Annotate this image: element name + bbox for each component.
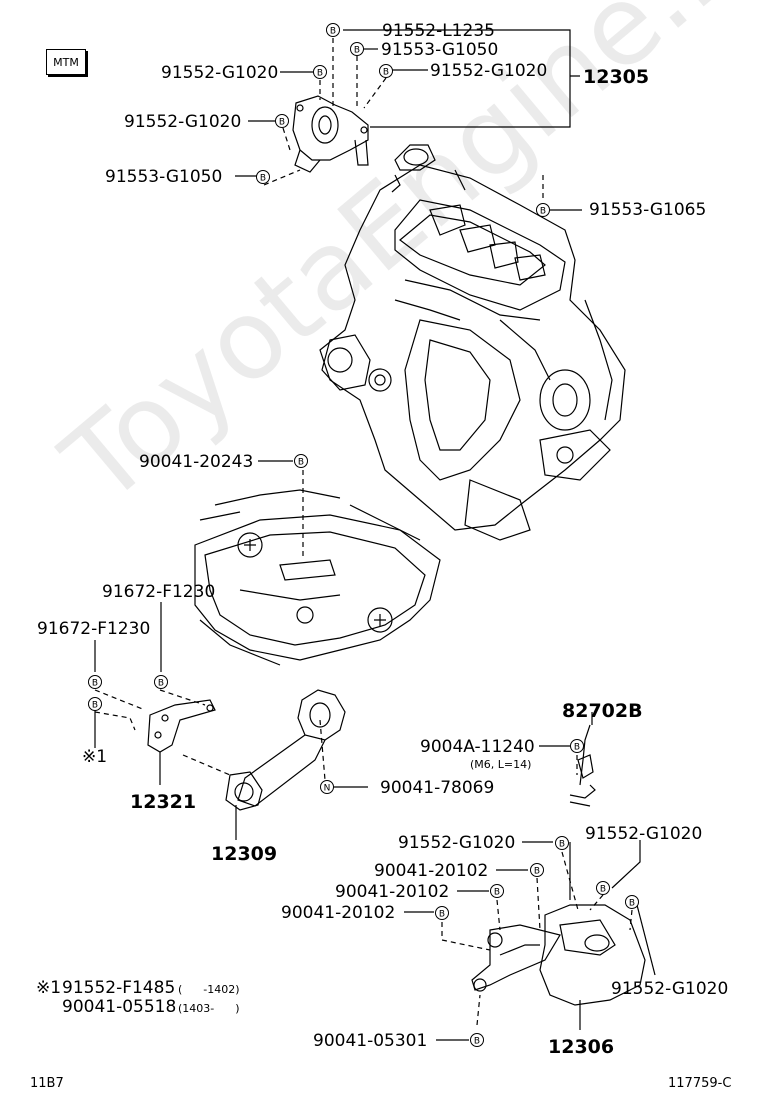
label-note-mark: ※1 bbox=[82, 747, 107, 767]
label-91552-G1020-d: 91552-G1020 bbox=[398, 833, 515, 853]
footer-right-code: 117759-C bbox=[668, 1076, 732, 1091]
engine-mount-12306 bbox=[471, 904, 646, 1006]
label-90041-78069: 90041-78069 bbox=[380, 778, 494, 798]
bolt-icon: B bbox=[379, 64, 393, 78]
label-90041-20102-a: 90041-20102 bbox=[374, 861, 488, 881]
label-91552-G1020-f: 91552-G1020 bbox=[611, 979, 728, 999]
svg-text:B: B bbox=[600, 885, 606, 895]
label-90041-20102-b: 90041-20102 bbox=[335, 882, 449, 902]
label-12321: 12321 bbox=[130, 791, 196, 813]
leader-12305-bracket bbox=[343, 29, 580, 128]
label-90041-20243: 90041-20243 bbox=[139, 452, 253, 472]
svg-text:B: B bbox=[559, 840, 565, 850]
bolt-icon: B bbox=[470, 1033, 484, 1047]
svg-text:B: B bbox=[298, 458, 304, 468]
svg-text:B: B bbox=[629, 899, 635, 909]
label-91552-L1235: 91552-L1235 bbox=[382, 21, 495, 41]
label-91552-G1020-c: 91552-G1020 bbox=[124, 112, 241, 132]
label-91672-F1230-a: 91672-F1230 bbox=[102, 582, 215, 602]
bolt-icon: B bbox=[313, 65, 327, 79]
bolt-icon: B bbox=[275, 114, 289, 128]
label-12305: 12305 bbox=[583, 66, 649, 88]
svg-text:B: B bbox=[92, 701, 98, 711]
label-9004A-sub: (M6, L=14) bbox=[470, 758, 531, 771]
sensor-82702B bbox=[569, 724, 596, 807]
bolt-icon: B bbox=[490, 884, 504, 898]
part-labels: 91552-L1235 91553-G1050 91552-G1020 9155… bbox=[37, 21, 728, 1058]
svg-text:B: B bbox=[494, 888, 500, 898]
bolt-icon: B bbox=[326, 23, 340, 37]
bolt-icon: B bbox=[88, 697, 102, 711]
bolt-icon: B bbox=[154, 675, 168, 689]
bolt-icon: B bbox=[625, 895, 639, 909]
label-91553-G1050-a: 91553-G1050 bbox=[381, 40, 498, 60]
bracket-12321 bbox=[147, 699, 216, 753]
label-9004A-11240: 9004A-11240 bbox=[420, 737, 535, 757]
note-line2-part: 90041-05518 bbox=[62, 997, 176, 1017]
label-91552-G1020-a: 91552-G1020 bbox=[161, 63, 278, 83]
label-91552-G1020-e: 91552-G1020 bbox=[585, 824, 702, 844]
leader-91552-G1020-f bbox=[636, 904, 656, 976]
note-line2-range: (1403- ) bbox=[178, 1002, 240, 1015]
bolt-icon: B bbox=[294, 454, 308, 468]
label-91553-G1065: 91553-G1065 bbox=[589, 200, 706, 220]
label-12306: 12306 bbox=[548, 1036, 614, 1058]
svg-text:B: B bbox=[383, 68, 389, 78]
svg-text:B: B bbox=[474, 1037, 480, 1047]
svg-text:B: B bbox=[439, 910, 445, 920]
bolt-icon: B bbox=[88, 675, 102, 689]
svg-text:B: B bbox=[540, 207, 546, 217]
engine-mount-12305 bbox=[292, 95, 369, 173]
label-91553-G1050-b: 91553-G1050 bbox=[105, 167, 222, 187]
label-82702B: 82702B bbox=[562, 700, 643, 722]
nut-icon: N bbox=[320, 780, 334, 794]
bolt-icon: B bbox=[350, 42, 364, 56]
svg-text:B: B bbox=[330, 27, 336, 37]
torque-rod-12309 bbox=[225, 689, 346, 811]
label-90041-05301: 90041-05301 bbox=[313, 1031, 427, 1051]
svg-text:B: B bbox=[534, 867, 540, 877]
leader-91552-G1020-e bbox=[611, 840, 641, 889]
svg-text:B: B bbox=[158, 679, 164, 689]
svg-text:N: N bbox=[324, 784, 331, 794]
label-91552-G1020-b: 91552-G1020 bbox=[430, 61, 547, 81]
note-line1-range: ( -1402) bbox=[178, 983, 240, 996]
bolt-icon: B bbox=[536, 203, 550, 217]
svg-text:B: B bbox=[92, 679, 98, 689]
note-line1-part: 91552-F1485 bbox=[62, 978, 175, 998]
svg-text:B: B bbox=[354, 46, 360, 56]
vehicle-floor bbox=[194, 489, 441, 666]
bolt-icon: B bbox=[555, 836, 569, 850]
footnote: ※1 91552-F1485 ( -1402) 90041-05518 (140… bbox=[36, 978, 240, 1017]
svg-text:B: B bbox=[260, 174, 266, 184]
bolt-icon: B bbox=[256, 170, 270, 184]
bolt-icon: B bbox=[435, 906, 449, 920]
bolt-icon: B bbox=[596, 881, 610, 895]
leader-91552-G1020-d bbox=[522, 841, 571, 900]
label-90041-20102-c: 90041-20102 bbox=[281, 903, 395, 923]
engine-block bbox=[319, 144, 626, 541]
svg-text:B: B bbox=[574, 743, 580, 753]
mtm-badge: MTM bbox=[46, 49, 86, 75]
label-91672-F1230-b: 91672-F1230 bbox=[37, 619, 150, 639]
svg-text:B: B bbox=[317, 69, 323, 79]
note-mark: ※1 bbox=[36, 978, 61, 998]
label-12309: 12309 bbox=[211, 843, 277, 865]
svg-text:B: B bbox=[279, 118, 285, 128]
bolt-icon: B bbox=[530, 863, 544, 877]
bolt-icon: B bbox=[570, 739, 584, 753]
footer-left-code: 11B7 bbox=[30, 1076, 64, 1091]
bolt-symbols: B B B B B B B B B B B B B B B B B B B N bbox=[88, 23, 639, 1047]
